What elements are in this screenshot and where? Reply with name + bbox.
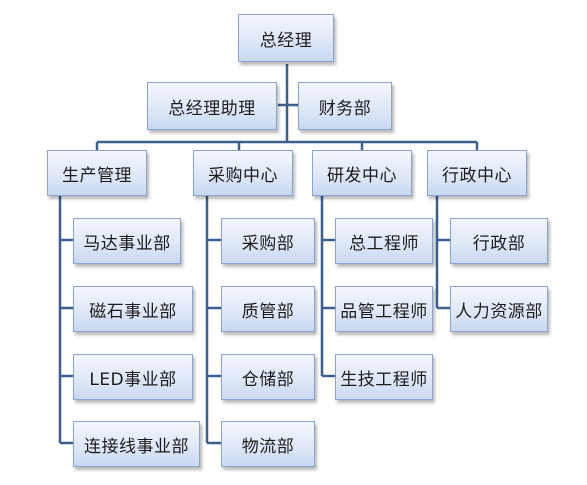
dept-rnd-box: 研发中心 bbox=[312, 150, 412, 196]
unit-box: 仓储部 bbox=[221, 354, 315, 400]
assistant-box: 总经理助理 bbox=[147, 82, 277, 130]
unit-box: 品管工程师 bbox=[335, 286, 433, 332]
dept-production-box: 生产管理 bbox=[47, 150, 147, 196]
unit-box: 人力资源部 bbox=[450, 286, 548, 332]
unit-box: 连接线事业部 bbox=[73, 421, 200, 467]
unit-box: 马达事业部 bbox=[73, 218, 181, 264]
unit-box: 总工程师 bbox=[335, 218, 433, 264]
unit-box: 物流部 bbox=[221, 421, 315, 467]
unit-box: 生技工程师 bbox=[335, 354, 433, 400]
unit-box: 质管部 bbox=[221, 286, 315, 332]
dept-procurement-box: 采购中心 bbox=[193, 150, 293, 196]
unit-box: 行政部 bbox=[450, 218, 548, 264]
unit-box: LED事业部 bbox=[73, 354, 193, 400]
ceo-box: 总经理 bbox=[238, 14, 334, 62]
dept-admin-box: 行政中心 bbox=[427, 150, 527, 196]
unit-box: 采购部 bbox=[221, 218, 315, 264]
finance-box: 财务部 bbox=[298, 82, 392, 130]
unit-box: 磁石事业部 bbox=[73, 286, 193, 332]
